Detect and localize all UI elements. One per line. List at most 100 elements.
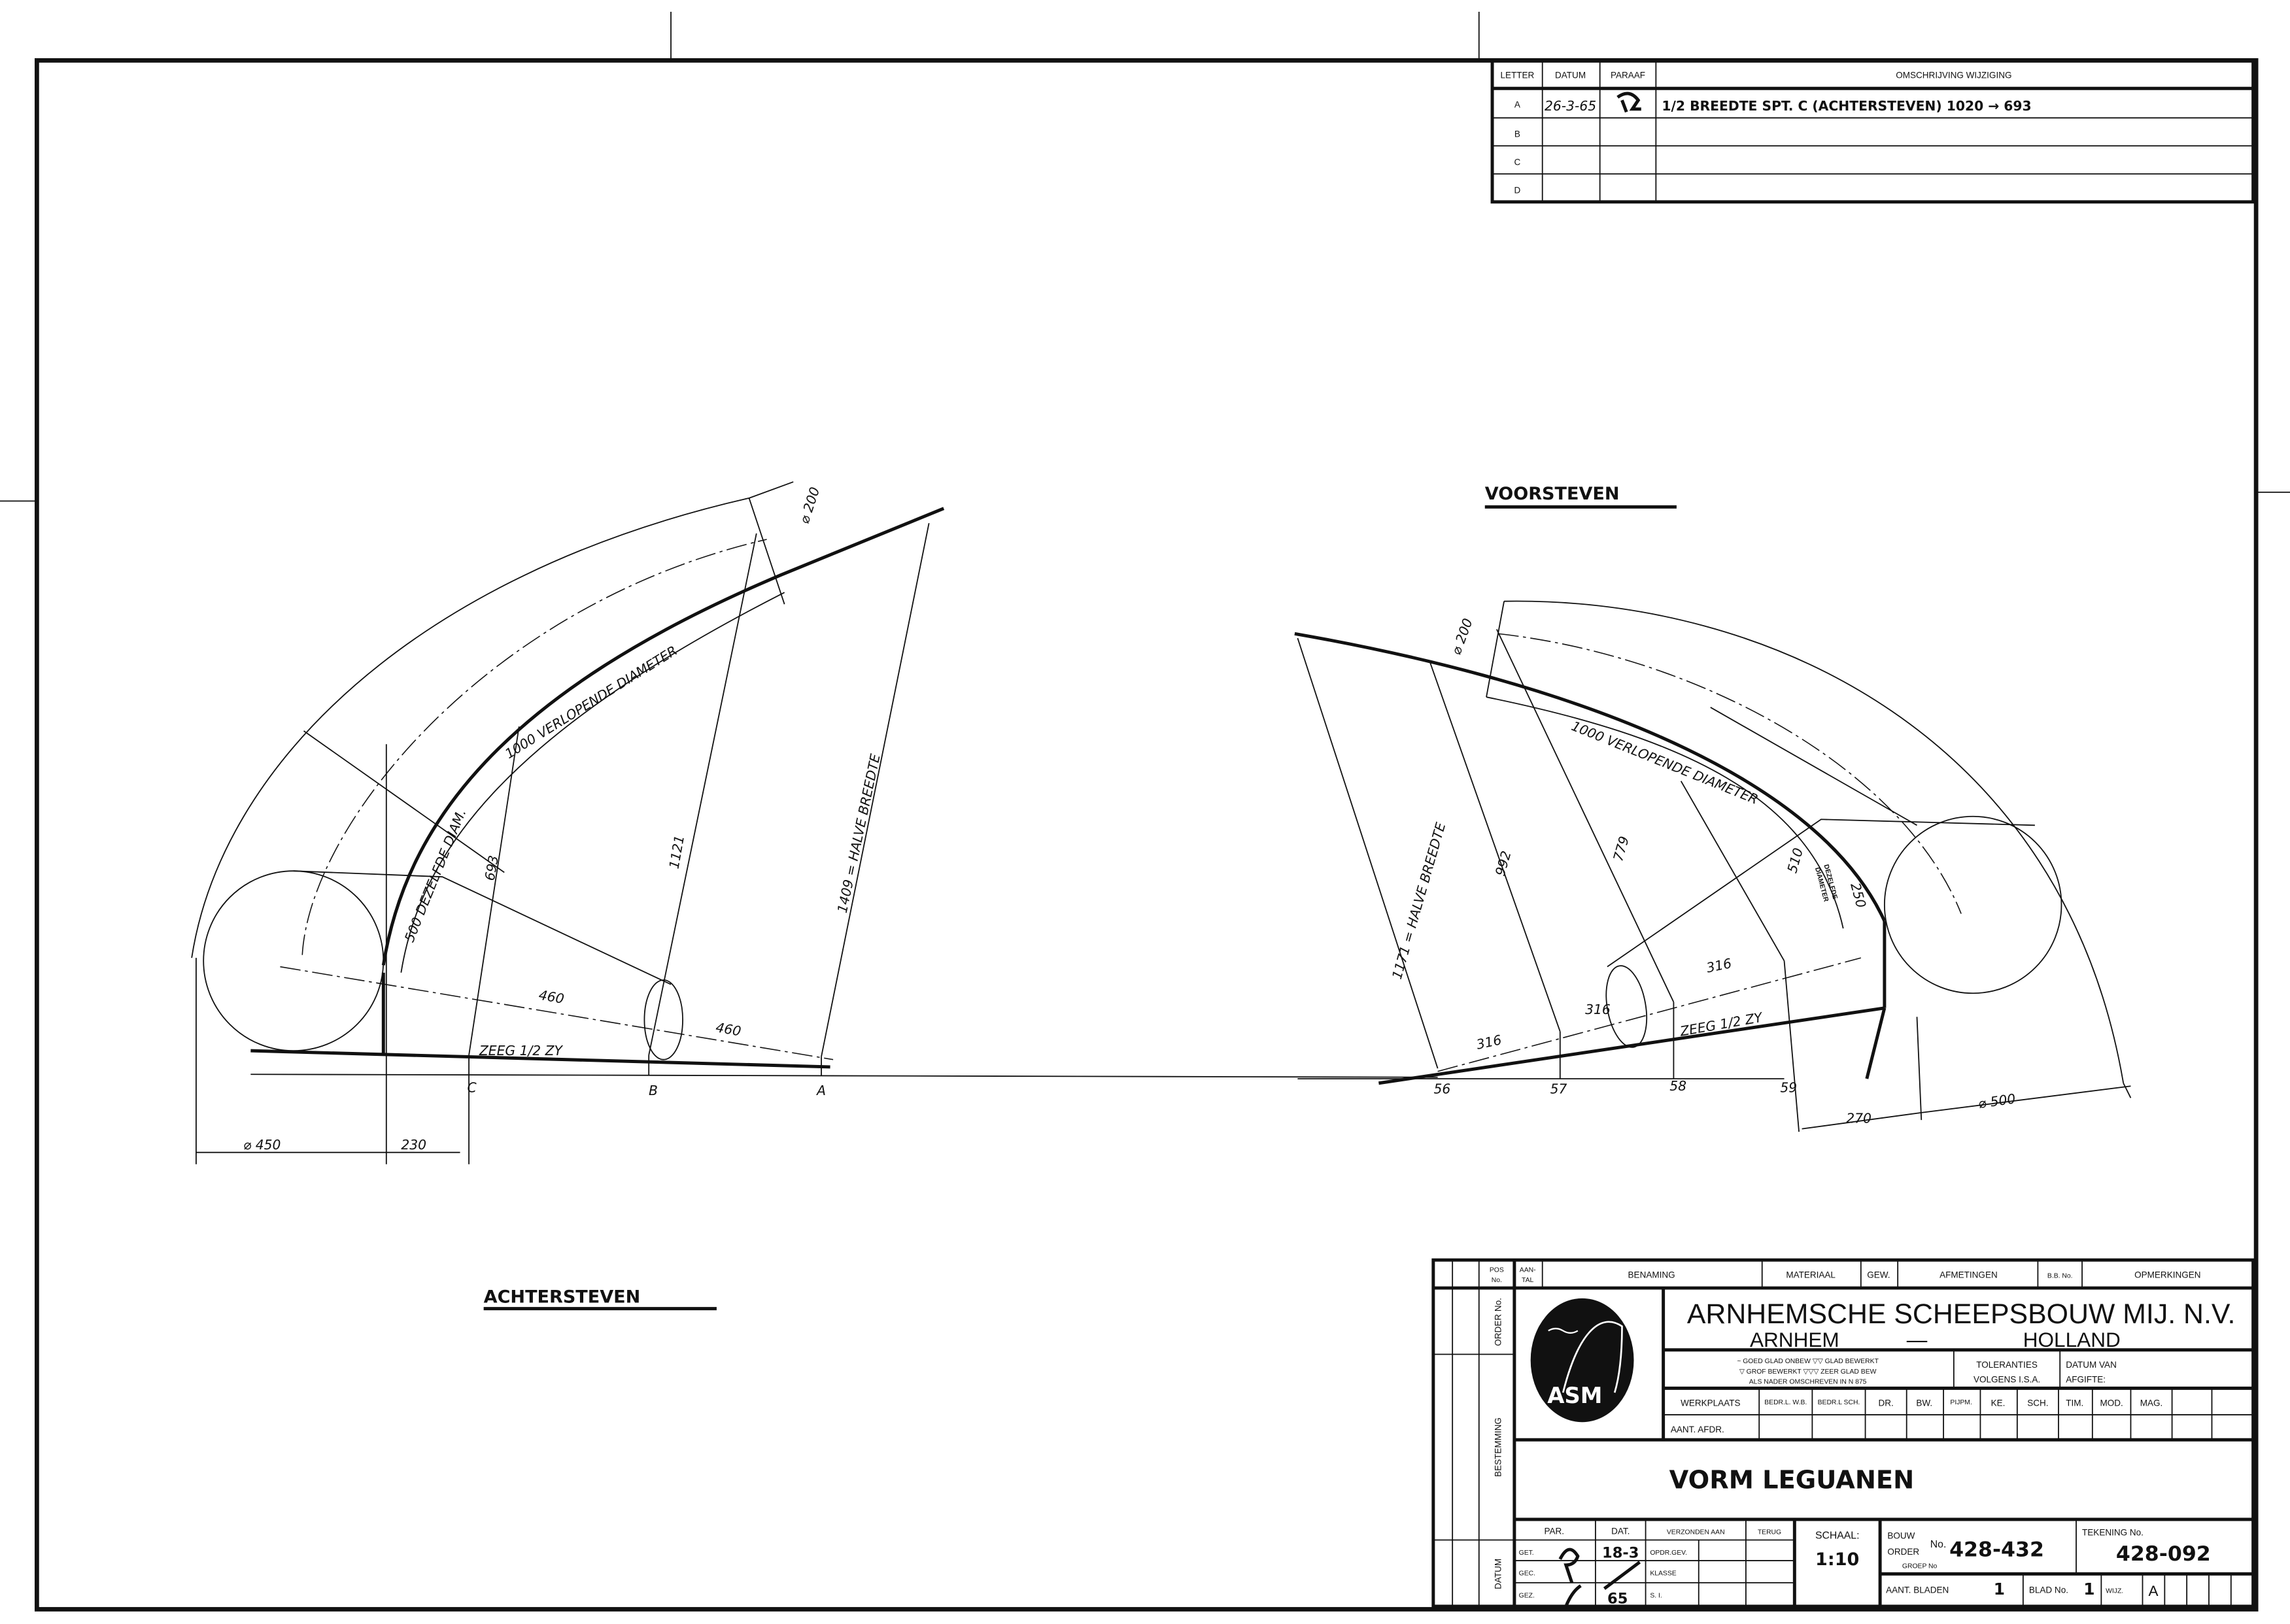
title-block: POS No. AAN- TAL BENAMING MATERIAAL GEW.… xyxy=(1431,1258,2255,1608)
dim-992: 992 xyxy=(1492,849,1514,878)
toleranties: TOLERANTIES xyxy=(1976,1360,2038,1370)
dim-230: 230 xyxy=(401,1137,426,1153)
aant-afdr: AANT. AFDR. xyxy=(1671,1425,1724,1434)
point-a: A xyxy=(815,1083,826,1098)
company-dash: — xyxy=(1907,1328,1928,1351)
wijz-value: A xyxy=(2149,1583,2159,1599)
col-paraaf: PARAAF xyxy=(1611,70,1645,80)
dept-werkplaats: WERKPLAATS xyxy=(1681,1398,1740,1408)
schaal-value: 1:10 xyxy=(1815,1549,1859,1570)
dept-bedrl-sch: BEDR.L SCH. xyxy=(1818,1399,1860,1406)
dim-1409: 1409 = HALVE BREEDTE xyxy=(834,753,883,915)
row-letter: A xyxy=(1514,100,1520,110)
finish-legend-2: ▽ GROF BEWERKT ▽▽▽ ZEER GLAD BEW xyxy=(1739,1368,1877,1376)
schaal-label: SCHAAL: xyxy=(1815,1530,1859,1541)
side-bestemming: BESTEMMING xyxy=(1494,1417,1503,1477)
header-pos: POS xyxy=(1490,1266,1504,1274)
bouw-order-number: 428-432 xyxy=(1949,1538,2044,1561)
dept-dr: DR. xyxy=(1878,1398,1893,1408)
header-opmerkingen: OPMERKINGEN xyxy=(2134,1270,2200,1279)
dim-510: 510 xyxy=(1784,846,1806,875)
dept-ke: KE. xyxy=(1991,1398,2006,1408)
dim-dia-500: ⌀ 500 xyxy=(1977,1091,2017,1111)
row-omschrijving: 1/2 BREEDTE SPT. C (ACHTERSTEVEN) 1020 →… xyxy=(1662,98,2031,114)
afgifte: AFGIFTE: xyxy=(2066,1374,2106,1384)
dat-label: DAT. xyxy=(1611,1527,1630,1536)
tekening-no-label: TEKENING No. xyxy=(2082,1528,2144,1538)
aant-bladen-value: 1 xyxy=(1994,1580,2005,1599)
point-c: C xyxy=(468,1079,477,1095)
dept-bw: BW. xyxy=(1916,1398,1932,1408)
dept-pijpm: PIJPM. xyxy=(1950,1399,1972,1406)
header-tal: TAL xyxy=(1522,1277,1533,1284)
dim-dia-200: ⌀ 200 xyxy=(796,485,823,526)
voorsteven-drawing: VOORSTEVEN 1171 = HALVE BREEDTE ⌀ 200 10… xyxy=(1294,484,2132,1132)
terug-label: TERUG xyxy=(1758,1529,1781,1536)
dept-tim: TIM. xyxy=(2066,1398,2083,1408)
point-b: B xyxy=(649,1083,658,1098)
bouw-label: BOUW xyxy=(1887,1531,1915,1540)
order-label: ORDER xyxy=(1887,1547,1919,1557)
header-aan: AAN- xyxy=(1520,1266,1536,1274)
row-letter: B xyxy=(1514,129,1520,139)
dim-1121: 1121 xyxy=(666,834,688,870)
dim-316: 316 xyxy=(1475,1032,1503,1053)
opdr-gev-label: OPDR.GEV. xyxy=(1650,1549,1687,1557)
company-name: ARNHEMSCHE SCHEEPSBOUW MIJ. N.V. xyxy=(1687,1298,2236,1330)
dim-779: 779 xyxy=(1610,834,1632,863)
dim-1171: 1171 = HALVE BREEDTE xyxy=(1389,820,1449,981)
dept-sch: SCH. xyxy=(2027,1398,2048,1408)
col-datum: DATUM xyxy=(1555,70,1586,80)
groep-no-label: GROEP No xyxy=(1902,1563,1938,1570)
date-year: 65 xyxy=(1607,1590,1628,1607)
spant-59: 59 xyxy=(1780,1079,1797,1095)
header-materiaal: MATERIAAL xyxy=(1786,1270,1836,1279)
asm-logo: ASM xyxy=(1530,1298,1634,1423)
no-label: No. xyxy=(1930,1539,1947,1550)
dept-bedrl-wb: BEDR.L. W.B. xyxy=(1764,1399,1807,1406)
achtersteven-title: ACHTERSTEVEN xyxy=(484,1287,641,1308)
dim-693: 693 xyxy=(482,854,502,882)
finish-legend-3: ALS NADER OMSCHREVEN IN N 875 xyxy=(1749,1379,1867,1386)
paraaf-signature xyxy=(1616,92,1641,113)
achtersteven-drawing: ⌀ 200 1000 VERLOPENDE DIAMETER 500 DEZEL… xyxy=(191,481,1438,1311)
header-benaming: BENAMING xyxy=(1628,1270,1675,1279)
dim-dia-200: ⌀ 200 xyxy=(1448,617,1476,657)
col-omschrijving: OMSCHRIJVING WIJZIGING xyxy=(1896,70,2011,80)
blad-no-value: 1 xyxy=(2083,1580,2094,1599)
dim-460: 460 xyxy=(715,1019,742,1039)
spant-57: 57 xyxy=(1550,1081,1567,1097)
dept-mag: MAG. xyxy=(2140,1398,2163,1408)
gez-label: GEZ. xyxy=(1519,1592,1535,1599)
par-label: PAR. xyxy=(1544,1527,1564,1536)
volgens-isa: VOLGENS I.S.A. xyxy=(1974,1374,2040,1384)
dim-316: 316 xyxy=(1705,955,1733,976)
spant-58: 58 xyxy=(1669,1078,1686,1094)
blad-no-label: BLAD No. xyxy=(2029,1585,2068,1595)
gec-label: GEC. xyxy=(1519,1570,1535,1578)
header-bb-no: B.B. No. xyxy=(2047,1272,2073,1279)
finish-legend-1: ~ GOED GLAD ONBEW ▽▽ GLAD BEWERKT xyxy=(1737,1358,1879,1365)
dept-mod: MOD. xyxy=(2100,1398,2123,1408)
dim-270: 270 xyxy=(1846,1111,1871,1126)
zeeg-label: ZEEG 1/2 ZY xyxy=(479,1043,564,1058)
header-no: No. xyxy=(1492,1277,1502,1284)
get-label: GET. xyxy=(1519,1549,1534,1557)
datum-van: DATUM VAN xyxy=(2066,1360,2117,1370)
row-datum: 26-3-65 xyxy=(1545,98,1596,114)
spant-56: 56 xyxy=(1433,1081,1450,1097)
col-letter: LETTER xyxy=(1500,70,1534,80)
si-label: S. I. xyxy=(1650,1592,1662,1599)
header-gew: GEW. xyxy=(1867,1270,1890,1279)
klasse-label: KLASSE xyxy=(1650,1570,1676,1578)
dim-316: 316 xyxy=(1585,1002,1611,1017)
dim-460: 460 xyxy=(538,987,565,1007)
dim-verlopende: 1000 VERLOPENDE DIAMETER xyxy=(502,643,680,762)
verzonden-aan-label: VERZONDEN AAN xyxy=(1667,1529,1725,1536)
drawing-title: VORM LEGUANEN xyxy=(1669,1466,1915,1495)
signature xyxy=(1558,1548,1582,1607)
company-country: HOLLAND xyxy=(2023,1328,2121,1351)
logo-text: ASM xyxy=(1547,1383,1602,1408)
company-city: ARNHEM xyxy=(1750,1328,1839,1351)
